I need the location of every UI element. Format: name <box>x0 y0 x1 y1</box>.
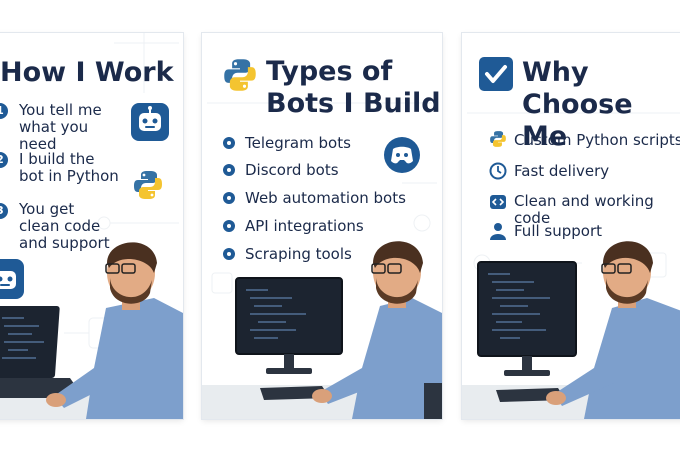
discord-icon <box>384 137 420 173</box>
bullet-icon <box>223 192 235 204</box>
card-types-of-bots: Types of Bots I Build Telegram bots Disc… <box>202 33 442 419</box>
card-why-choose-me: Why Choose Me Custom Python scripts Fast… <box>462 33 680 419</box>
bullet-icon <box>223 164 235 176</box>
step-text-1: You tell me what you need <box>19 101 102 153</box>
clock-icon <box>489 162 507 180</box>
step-text-3: You get clean code and support <box>19 200 110 252</box>
card-how-i-work: How I Work 1 You tell me what you need 2… <box>0 33 183 419</box>
bullet-icon <box>223 220 235 232</box>
reason-item: Clean and working code <box>514 192 654 227</box>
user-icon <box>490 223 506 240</box>
python-icon <box>224 59 256 91</box>
reason-item: Full support <box>514 222 603 240</box>
robot-icon <box>0 259 24 299</box>
step-number-3: 3 <box>0 203 8 219</box>
reason-item: Fast delivery <box>514 162 610 180</box>
bot-type-item: Discord bots <box>245 161 339 179</box>
bullet-icon <box>223 248 235 260</box>
checkbox-icon <box>479 57 513 91</box>
reason-item: Custom Python scripts <box>514 131 680 149</box>
bullet-icon <box>223 137 235 149</box>
card-title-line-1: Types of <box>266 56 393 87</box>
step-number-1: 1 <box>0 103 8 119</box>
bot-type-item: API integrations <box>245 217 364 235</box>
step-number-2: 2 <box>0 152 8 168</box>
bot-type-item: Telegram bots <box>245 134 351 152</box>
card-title-line-2: Bots I Build <box>266 88 441 119</box>
python-icon <box>490 131 506 147</box>
bot-type-item: Scraping tools <box>245 245 352 263</box>
developer-illustration <box>477 241 680 419</box>
robot-icon <box>131 103 169 141</box>
card-title: How I Work <box>0 57 174 88</box>
background-pattern <box>207 102 437 294</box>
python-icon <box>134 171 162 199</box>
step-text-2: I build the bot in Python <box>19 150 119 185</box>
card-title-line-2: Choose Me <box>522 89 633 152</box>
developer-illustration <box>0 242 183 419</box>
developer-illustration <box>235 241 442 419</box>
bot-type-item: Web automation bots <box>245 189 406 207</box>
card-title-line-1: Why <box>522 57 589 88</box>
code-icon <box>490 195 506 209</box>
